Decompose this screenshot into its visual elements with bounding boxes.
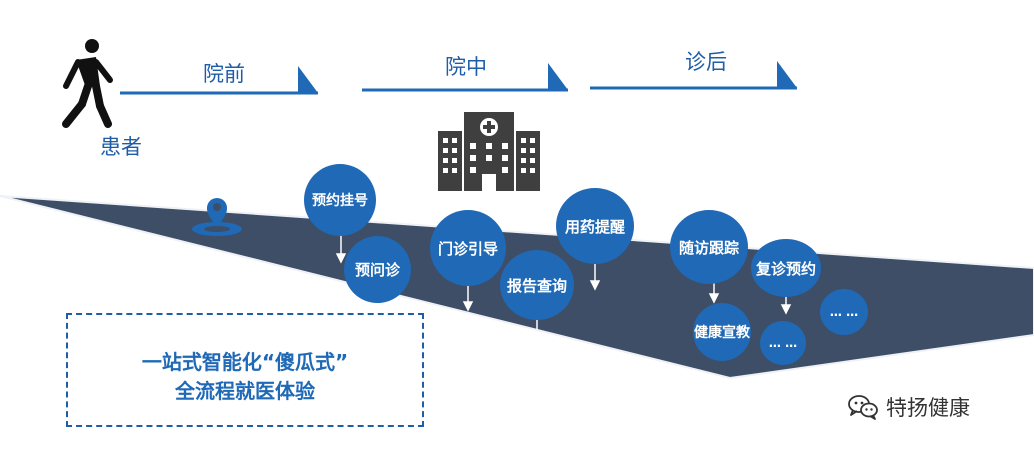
step-medication-reminder: 用药提醒 xyxy=(556,188,634,264)
step-health-education: 健康宣教 xyxy=(693,303,751,361)
step-revisit-appointment: 复诊预约 xyxy=(751,239,821,297)
hospital-icon xyxy=(438,112,540,191)
phase-label-in: 院中 xyxy=(445,55,487,79)
step-follow-up-tracking: 随访跟踪 xyxy=(670,210,748,284)
step-report-query: 报告查询 xyxy=(500,250,574,320)
step-outpatient-guidance: 门诊引导 xyxy=(430,210,506,286)
watermark: 特扬健康 xyxy=(848,392,970,422)
wechat-icon xyxy=(848,395,878,420)
watermark-text: 特扬健康 xyxy=(886,396,970,420)
step-appointment-registration: 预约挂号 xyxy=(304,164,376,236)
phase-arrow-in xyxy=(362,63,568,92)
step-more-1: … … xyxy=(760,321,806,365)
phase-label-pre: 院前 xyxy=(203,62,245,86)
phase-arrow-pre xyxy=(120,66,318,95)
step-pre-consultation: 预问诊 xyxy=(344,236,411,303)
walking-person-icon xyxy=(62,39,113,128)
phase-arrow-post xyxy=(590,61,797,90)
tagline-box: 一站式智能化“傻瓜式” 全流程就医体验 xyxy=(66,313,424,427)
phase-label-post: 诊后 xyxy=(685,50,727,74)
tagline-line2: 全流程就医体验 xyxy=(175,379,315,403)
patient-label: 患者 xyxy=(100,135,142,159)
step-more-2: … … xyxy=(820,289,868,335)
location-pin-icon xyxy=(192,198,242,236)
step-connectors xyxy=(335,235,792,330)
tagline-line1: 一站式智能化“傻瓜式” xyxy=(141,350,349,374)
